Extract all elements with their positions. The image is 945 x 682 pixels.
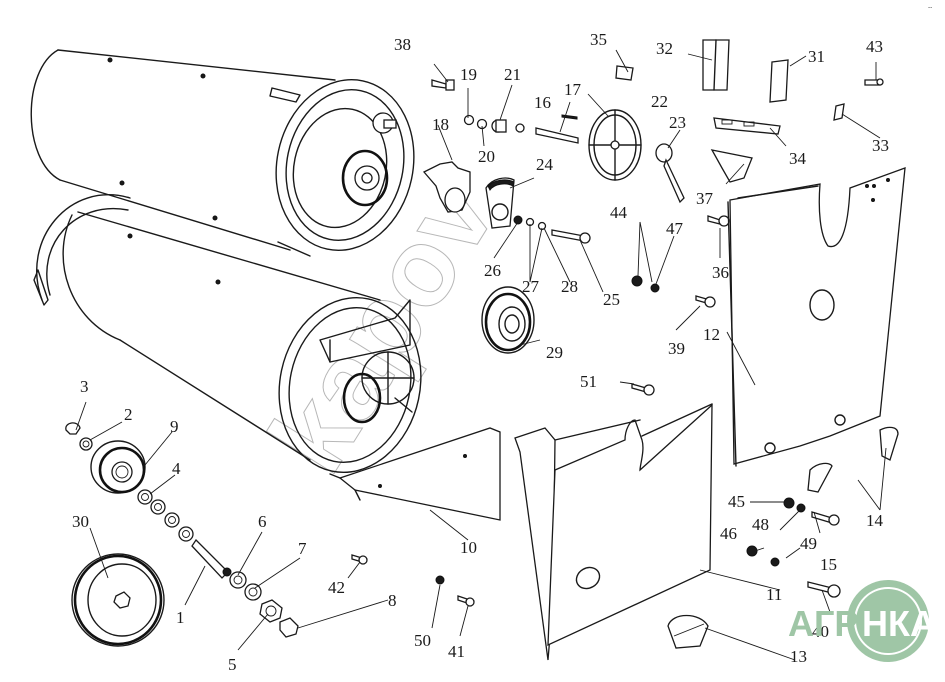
callout-28: 28 (561, 277, 578, 296)
callout-8: 8 (388, 591, 397, 610)
callout-10: 10 (460, 538, 477, 557)
callout-19: 19 (460, 65, 477, 84)
callout-4: 4 (172, 459, 181, 478)
corner-mark: -- (928, 4, 932, 11)
callout-44: 44 (610, 203, 628, 222)
upper-drum (30, 49, 415, 257)
callout-39: 39 (668, 339, 685, 358)
callout-33: 33 (872, 136, 889, 155)
callout-38: 38 (394, 35, 411, 54)
side-panel-12 (695, 167, 906, 467)
callout-6: 6 (258, 512, 267, 531)
part-1-axle (191, 538, 229, 579)
callout-23: 23 (669, 113, 686, 132)
callout-24: 24 (536, 155, 554, 174)
part-8-cap-nut (279, 617, 299, 638)
callout-47: 47 (666, 219, 684, 238)
callout-12: 12 (703, 325, 720, 344)
part-37-bracket (710, 149, 753, 183)
part-13-cap (667, 614, 709, 649)
callout-36: 36 (712, 263, 729, 282)
callout-29: 29 (546, 343, 563, 362)
callout-15: 15 (820, 555, 837, 574)
callout-13: 13 (790, 647, 807, 666)
callout-51: 51 (580, 372, 597, 391)
tray-10 (338, 427, 501, 521)
callout-32: 32 (656, 39, 673, 58)
callout-25: 25 (603, 290, 620, 309)
callout-20: 20 (478, 147, 495, 166)
part-5-nut (259, 599, 283, 623)
callout-labels: 1 2 3 4 5 6 7 8 9 10 11 12 13 14 15 16 1… (72, 30, 889, 674)
callout-9: 9 (170, 417, 179, 436)
callout-11: 11 (766, 585, 782, 604)
part-23-lever (663, 158, 685, 204)
callout-18: 18 (432, 115, 449, 134)
part-16-shaft (535, 127, 579, 144)
callout-42: 42 (328, 578, 345, 597)
lower-drum (33, 194, 422, 473)
callout-37: 37 (696, 189, 714, 208)
callout-26: 26 (484, 261, 501, 280)
callout-31: 31 (808, 47, 825, 66)
callout-41: 41 (448, 642, 465, 661)
logo-left-text: АГРО (788, 603, 886, 644)
callout-3: 3 (80, 377, 89, 396)
callout-40: 40 (812, 622, 829, 641)
agronka-logo: АГРО НКА (788, 580, 936, 662)
part-33-clip (833, 103, 845, 121)
callout-16: 16 (534, 93, 551, 112)
callout-48: 48 (752, 515, 769, 534)
callout-5: 5 (228, 655, 237, 674)
callout-43: 43 (866, 37, 883, 56)
callout-34: 34 (789, 149, 807, 168)
callout-49: 49 (800, 534, 817, 553)
callout-46: 46 (720, 524, 737, 543)
part-14-cover-a (879, 426, 899, 461)
part-3-clip (65, 422, 81, 435)
callout-22: 22 (651, 92, 668, 111)
brackets (615, 39, 884, 227)
part-32-bracket (702, 39, 730, 91)
callout-45: 45 (728, 492, 745, 511)
callout-2: 2 (124, 405, 133, 424)
part-14-cover-b (807, 462, 833, 493)
part-31-plate (769, 59, 789, 103)
hopper-11 (329, 403, 713, 661)
callout-17: 17 (564, 80, 582, 99)
part-35-plate (615, 65, 634, 81)
leader-lines (75, 49, 887, 661)
callout-21: 21 (504, 65, 521, 84)
covers-hardware (667, 426, 899, 649)
callout-1: 1 (176, 608, 185, 627)
drive-hardware (422, 79, 685, 396)
callout-30: 30 (72, 512, 89, 531)
callout-7: 7 (298, 539, 307, 558)
logo-right-text: НКА (862, 603, 936, 644)
callout-27: 27 (522, 277, 540, 296)
callout-50: 50 (414, 631, 431, 650)
callout-35: 35 (590, 30, 607, 49)
callout-14: 14 (866, 511, 884, 530)
